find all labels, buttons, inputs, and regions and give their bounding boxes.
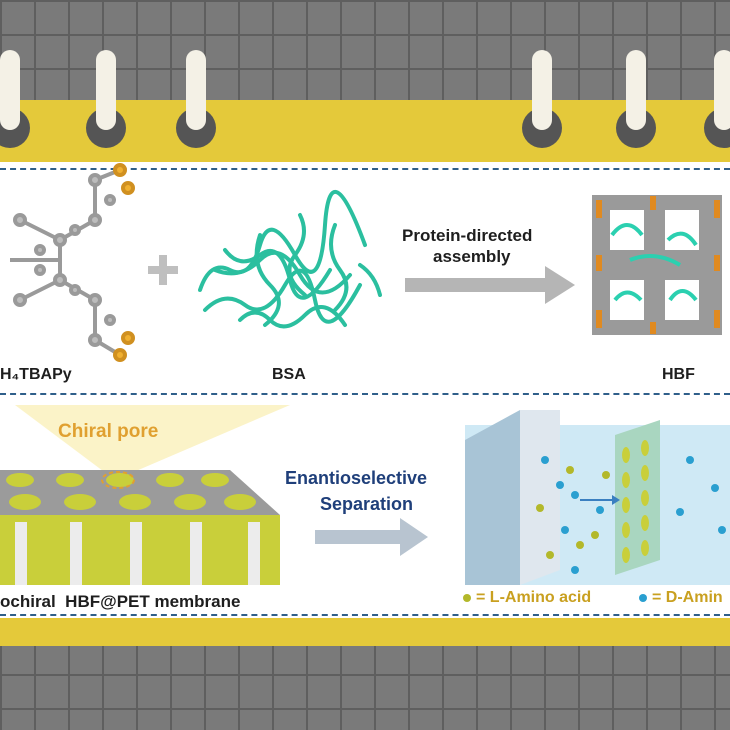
binder-ring [616,50,656,148]
binder-ring [86,50,126,148]
binder-ring [0,50,30,148]
membrane-label: ochiral HBF@PET membrane [0,592,241,611]
separation-text-line1: Enantioselective [285,468,428,488]
d-amino-acid-particles [541,456,726,574]
h4tbapy-molecule [10,163,135,362]
legend-l-dot [463,594,471,602]
yellow-band-bottom [0,618,730,646]
plus-icon [148,255,178,285]
dashed-divider-middle [0,393,730,395]
chiral-pore-label: Chiral pore [58,421,159,442]
grid-background-bottom [0,640,730,730]
hbf-label: HBF [662,366,695,383]
assembly-arrow [405,266,575,304]
dashed-divider-top [0,168,730,170]
legend-d-dot [639,594,647,602]
separation-text-line2: Separation [320,494,414,514]
bsa-protein [198,190,382,329]
pore-spotlight [15,405,290,480]
l-amino-acid-particles [536,466,610,559]
hbf-framework [592,195,722,335]
legend-d-label: = D-Amin [652,589,723,606]
h4tbapy-label: H₄TBAPy [0,366,72,383]
assembly-text-line1: Protein-directed [402,226,533,245]
legend-l-label: = L-Amino acid [476,589,592,606]
grid-background-top [0,0,730,110]
separation-tank [465,410,730,585]
binder-ring [704,50,730,148]
hbf-pet-membrane [0,470,280,585]
binder-ring [522,50,562,148]
dashed-divider-bottom [0,614,730,616]
binder-rings [0,50,730,148]
assembly-text-line2: assembly [433,247,511,266]
bsa-label: BSA [272,366,306,383]
separation-arrow [315,518,428,556]
binder-ring [176,50,216,148]
